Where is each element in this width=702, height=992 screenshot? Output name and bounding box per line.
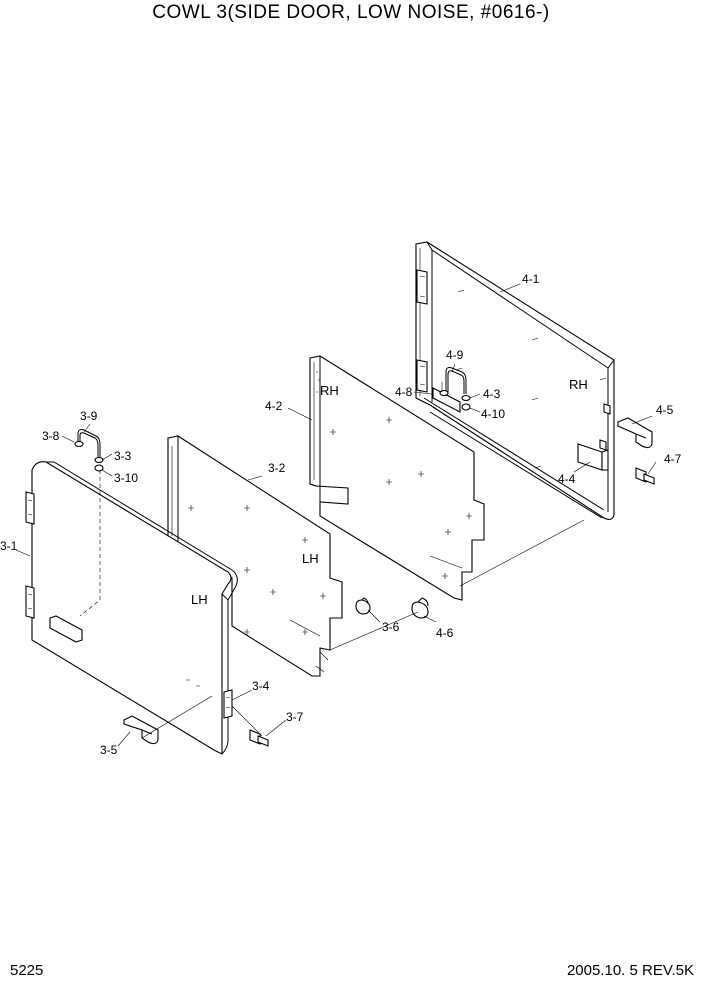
assembly-line — [329, 611, 419, 651]
assembly-line — [459, 519, 585, 587]
rod-handle-3-9[interactable] — [77, 429, 101, 459]
bolt-4-7[interactable] — [635, 467, 655, 485]
side-label-frame-rh: RH — [569, 377, 588, 392]
washer-3-8[interactable] — [74, 440, 84, 448]
part-label-3-2[interactable]: 3-2 — [268, 461, 286, 475]
assembly-line — [141, 695, 213, 739]
washer-4-3[interactable] — [461, 394, 471, 402]
side-door-lh-3-1[interactable] — [25, 461, 238, 755]
part-label-4-10[interactable]: 4-10 — [481, 407, 505, 421]
part-label-4-6[interactable]: 4-6 — [436, 626, 454, 640]
side-label-door-lh: LH — [191, 592, 208, 607]
assembly-line — [231, 705, 263, 737]
part-label-4-9[interactable]: 4-9 — [446, 348, 464, 362]
part-label-4-5[interactable]: 4-5 — [656, 403, 674, 417]
part-label-3-4[interactable]: 3-4 — [252, 679, 270, 693]
part-label-4-4[interactable]: 4-4 — [558, 472, 576, 486]
door-frame-rh-4-1[interactable] — [415, 241, 615, 521]
page-title: COWL 3(SIDE DOOR, LOW NOISE, #0616-) — [152, 2, 550, 23]
part-label-3-1[interactable]: 3-1 — [0, 539, 18, 553]
leader-lines — [15, 283, 657, 747]
side-label-panel-lh: LH — [302, 551, 319, 566]
part-label-3-8[interactable]: 3-8 — [42, 429, 60, 443]
part-label-3-10[interactable]: 3-10 — [114, 471, 138, 485]
washer-3-3[interactable] — [94, 456, 104, 464]
stopper-4-6[interactable] — [411, 597, 429, 619]
insulation-panel-rh-4-2[interactable] — [309, 355, 485, 601]
assembly-line — [79, 470, 101, 617]
part-label-3-5[interactable]: 3-5 — [100, 743, 118, 757]
part-label-4-3[interactable]: 4-3 — [483, 387, 501, 401]
handle-3-5[interactable] — [123, 715, 159, 745]
nut-4-10[interactable] — [461, 403, 471, 411]
part-label-3-9[interactable]: 3-9 — [80, 409, 98, 423]
page-number: 5225 — [10, 962, 44, 979]
nut-3-10[interactable] — [94, 464, 104, 472]
part-label-4-7[interactable]: 4-7 — [664, 452, 682, 466]
washer-4-8[interactable] — [439, 389, 449, 397]
part-label-3-7[interactable]: 3-7 — [286, 710, 304, 724]
rod-handle-4-9[interactable] — [445, 367, 467, 395]
revision-date: 2005.10. 5 REV.5K — [566, 962, 694, 979]
handle-4-5[interactable] — [617, 417, 653, 449]
part-label-4-2[interactable]: 4-2 — [265, 399, 283, 413]
part-label-3-6[interactable]: 3-6 — [382, 620, 400, 634]
bolt-3-7[interactable] — [249, 729, 269, 747]
part-label-3-3[interactable]: 3-3 — [114, 449, 132, 463]
stopper-3-6[interactable] — [355, 597, 371, 615]
side-label-panel-rh: RH — [320, 383, 339, 398]
part-label-4-8[interactable]: 4-8 — [395, 385, 413, 399]
part-label-4-1[interactable]: 4-1 — [522, 272, 540, 286]
